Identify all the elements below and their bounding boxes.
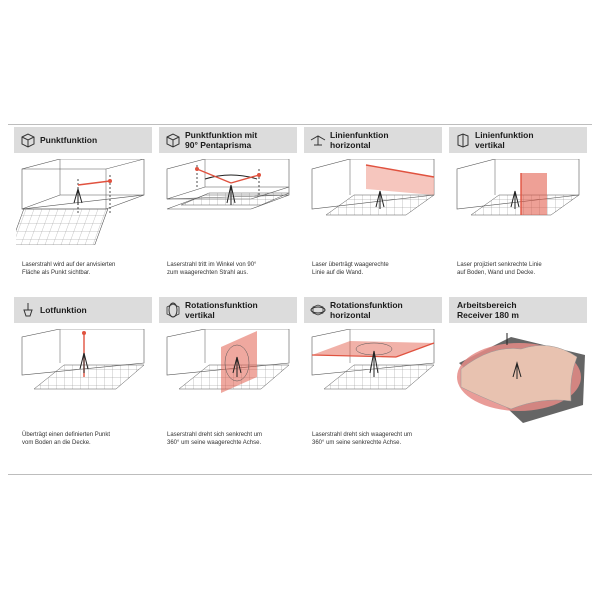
caption-line: Fläche als Punkt sichtbar. (22, 270, 91, 276)
caption-line: Laserstrahl wird auf der anvisierten (22, 262, 116, 268)
cell-title: Punktfunktion mit 90° Pentaprisma (185, 130, 295, 150)
title-line: vertikal (475, 140, 505, 150)
cell-title: Rotationsfunktion vertikal (185, 300, 295, 320)
cell-title: Linienfunktion vertikal (475, 130, 585, 150)
caption-line: Laserstrahl tritt im Winkel von 90° (167, 262, 257, 268)
rotation-vertical-icon (166, 302, 180, 318)
caption-line: vom Boden an die Decke. (22, 440, 91, 446)
cell-header: Punktfunktion mit 90° Pentaprisma (159, 127, 297, 153)
caption-line: Überträgt einen definierten Punkt (22, 432, 111, 438)
function-grid: Punktfunktion (14, 127, 587, 467)
cube-point-icon (21, 133, 35, 148)
bottom-divider (8, 474, 592, 475)
cell-header: Rotationsfunktion vertikal (159, 297, 297, 323)
pentaprism-illustration (166, 159, 290, 210)
caption-line: Laser projiziert senkrechte Linie (457, 262, 542, 268)
caption-line: auf Boden, Wand und Decke. (457, 270, 536, 276)
rotation-vertical-illustration (166, 329, 290, 393)
horizontal-line-illustration (311, 159, 435, 216)
title-line: 90° Pentaprisma (185, 140, 252, 150)
title-line: Punktfunktion mit (185, 130, 258, 140)
plumb-illustration (21, 329, 145, 390)
cell-header: Lotfunktion (14, 297, 152, 323)
rotation-horizontal-illustration (311, 329, 435, 390)
vertical-line-icon (457, 133, 469, 148)
work-range-illustration (457, 333, 585, 423)
cell-caption: Laserstrahl dreht sich waagerecht um 360… (312, 431, 438, 447)
cell-rotation-vertikal: Rotationsfunktion vertikal Las (159, 297, 297, 461)
cell-caption: Laser überträgt waagerechte Linie auf di… (312, 261, 438, 277)
cell-caption: Laserstrahl tritt im Winkel von 90° zum … (167, 261, 293, 277)
cell-caption: Laserstrahl dreht sich senkrecht um 360°… (167, 431, 293, 447)
title-line: Rotationsfunktion (185, 300, 258, 310)
cell-title: Rotationsfunktion horizontal (330, 300, 440, 320)
cell-header: Linienfunktion horizontal (304, 127, 442, 153)
title-line: Arbeitsbereich (457, 300, 517, 310)
top-divider (8, 124, 592, 125)
caption-line: Laser überträgt waagerechte (312, 262, 389, 268)
caption-line: Linie auf die Wand. (312, 270, 364, 276)
caption-line: 360° um seine waagerechte Achse. (167, 440, 262, 446)
cell-lotfunktion: Lotfunktion Überträgt einen definierten … (14, 297, 152, 461)
title-line: Linienfunktion (475, 130, 534, 140)
title-line: vertikal (185, 310, 215, 320)
function-row-top: Punktfunktion (14, 127, 587, 291)
cell-title: Linienfunktion horizontal (330, 130, 440, 150)
title-line: Receiver 180 m (457, 310, 519, 320)
cell-header: Punktfunktion (14, 127, 152, 153)
point-illustration (16, 159, 145, 245)
caption-line: Laserstrahl dreht sich senkrecht um (167, 432, 263, 438)
cube-point-icon (166, 133, 180, 148)
title-line: Linienfunktion (330, 130, 389, 140)
plumb-icon (23, 303, 33, 317)
cell-linienfunktion-horizontal: Linienfunktion horizontal Lase (304, 127, 442, 291)
cell-caption: Überträgt einen definierten Punkt vom Bo… (22, 431, 148, 447)
title-line: Rotationsfunktion (330, 300, 403, 310)
cell-linienfunktion-vertikal: Linienfunktion vertikal Laser (449, 127, 587, 291)
cell-header: Linienfunktion vertikal (449, 127, 587, 153)
cell-header: Rotationsfunktion horizontal (304, 297, 442, 323)
caption-line: Laserstrahl dreht sich waagerecht um (312, 432, 413, 438)
cell-title: Punktfunktion (40, 135, 98, 145)
function-row-bottom: Lotfunktion Überträgt einen definierten … (14, 297, 587, 461)
cell-title: Arbeitsbereich Receiver 180 m (457, 300, 567, 320)
cell-punktfunktion-pentaprisma: Punktfunktion mit 90° Pentaprisma (159, 127, 297, 291)
cell-rotation-horizontal: Rotationsfunktion horizontal (304, 297, 442, 461)
title-line: horizontal (330, 140, 371, 150)
vertical-line-illustration (456, 159, 580, 216)
rotation-horizontal-icon (310, 304, 326, 316)
caption-line: 360° um seine senkrechte Achse. (312, 440, 402, 446)
cell-punktfunktion: Punktfunktion (14, 127, 152, 291)
cell-arbeitsbereich: Arbeitsbereich Receiver 180 m (449, 297, 587, 461)
cell-header: Arbeitsbereich Receiver 180 m (449, 297, 587, 323)
cell-title: Lotfunktion (40, 305, 87, 315)
horizontal-line-icon (310, 135, 326, 146)
cell-caption: Laser projiziert senkrechte Linie auf Bo… (457, 261, 583, 277)
caption-line: zum waagerechten Strahl aus. (167, 270, 249, 276)
cell-caption: Laserstrahl wird auf der anvisierten Flä… (22, 261, 148, 277)
title-line: horizontal (330, 310, 371, 320)
